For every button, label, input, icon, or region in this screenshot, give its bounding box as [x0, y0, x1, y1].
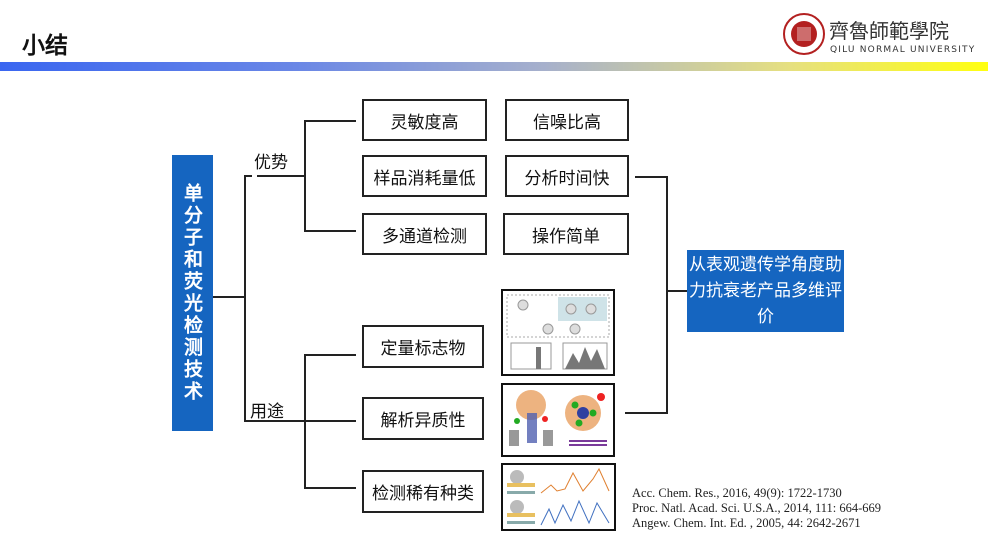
header-gradient-bar — [0, 62, 988, 71]
slide-title: 小结 — [22, 33, 68, 59]
advantage-box: 分析时间快 — [505, 155, 629, 197]
connector — [666, 176, 668, 414]
reference: Angew. Chem. Int. Ed. , 2005, 44: 2642-2… — [632, 516, 861, 530]
connector — [304, 487, 356, 489]
use-box: 解析异质性 — [362, 397, 484, 440]
root-topic-box: 单分子和荧光检测技术 — [172, 155, 213, 431]
connector — [304, 230, 356, 232]
connector — [244, 175, 246, 422]
connector — [304, 120, 356, 122]
advantage-box: 灵敏度高 — [362, 99, 487, 141]
connector — [635, 176, 668, 178]
atp-synthase-figure — [501, 383, 615, 457]
uses-label: 用途 — [250, 402, 284, 422]
reference: Acc. Chem. Res., 2016, 49(9): 1722-1730 — [632, 486, 842, 500]
references: Acc. Chem. Res., 2016, 49(9): 1722-1730 … — [632, 486, 881, 531]
connector — [244, 175, 252, 177]
connector — [625, 412, 668, 414]
connector — [257, 175, 306, 177]
single-molecule-trace-figure — [501, 463, 616, 531]
advantages-label: 优势 — [254, 153, 288, 173]
connector — [213, 296, 246, 298]
advantage-box: 多通道检测 — [362, 213, 487, 255]
use-box: 定量标志物 — [362, 325, 484, 368]
connector — [304, 120, 306, 232]
conclusion-box: 从表观遗传学角度助力抗衰老产品多维评价 — [687, 250, 844, 332]
connector — [244, 420, 356, 422]
logo-english: QILU NORMAL UNIVERSITY — [830, 45, 975, 55]
connector — [666, 290, 687, 292]
advantage-box: 操作简单 — [503, 213, 629, 255]
use-box: 检测稀有种类 — [362, 470, 484, 513]
advantage-box: 样品消耗量低 — [362, 155, 487, 197]
advantage-box: 信噪比高 — [505, 99, 629, 141]
connector — [304, 354, 306, 489]
reference: Proc. Natl. Acad. Sci. U.S.A., 2014, 111… — [632, 501, 882, 515]
logo-chinese: 齊魯師範學院 — [829, 19, 949, 43]
connector — [304, 354, 356, 356]
university-logo: 齊魯師範學院 QILU NORMAL UNIVERSITY — [783, 12, 978, 56]
fret-efficiency-figure — [501, 289, 615, 376]
